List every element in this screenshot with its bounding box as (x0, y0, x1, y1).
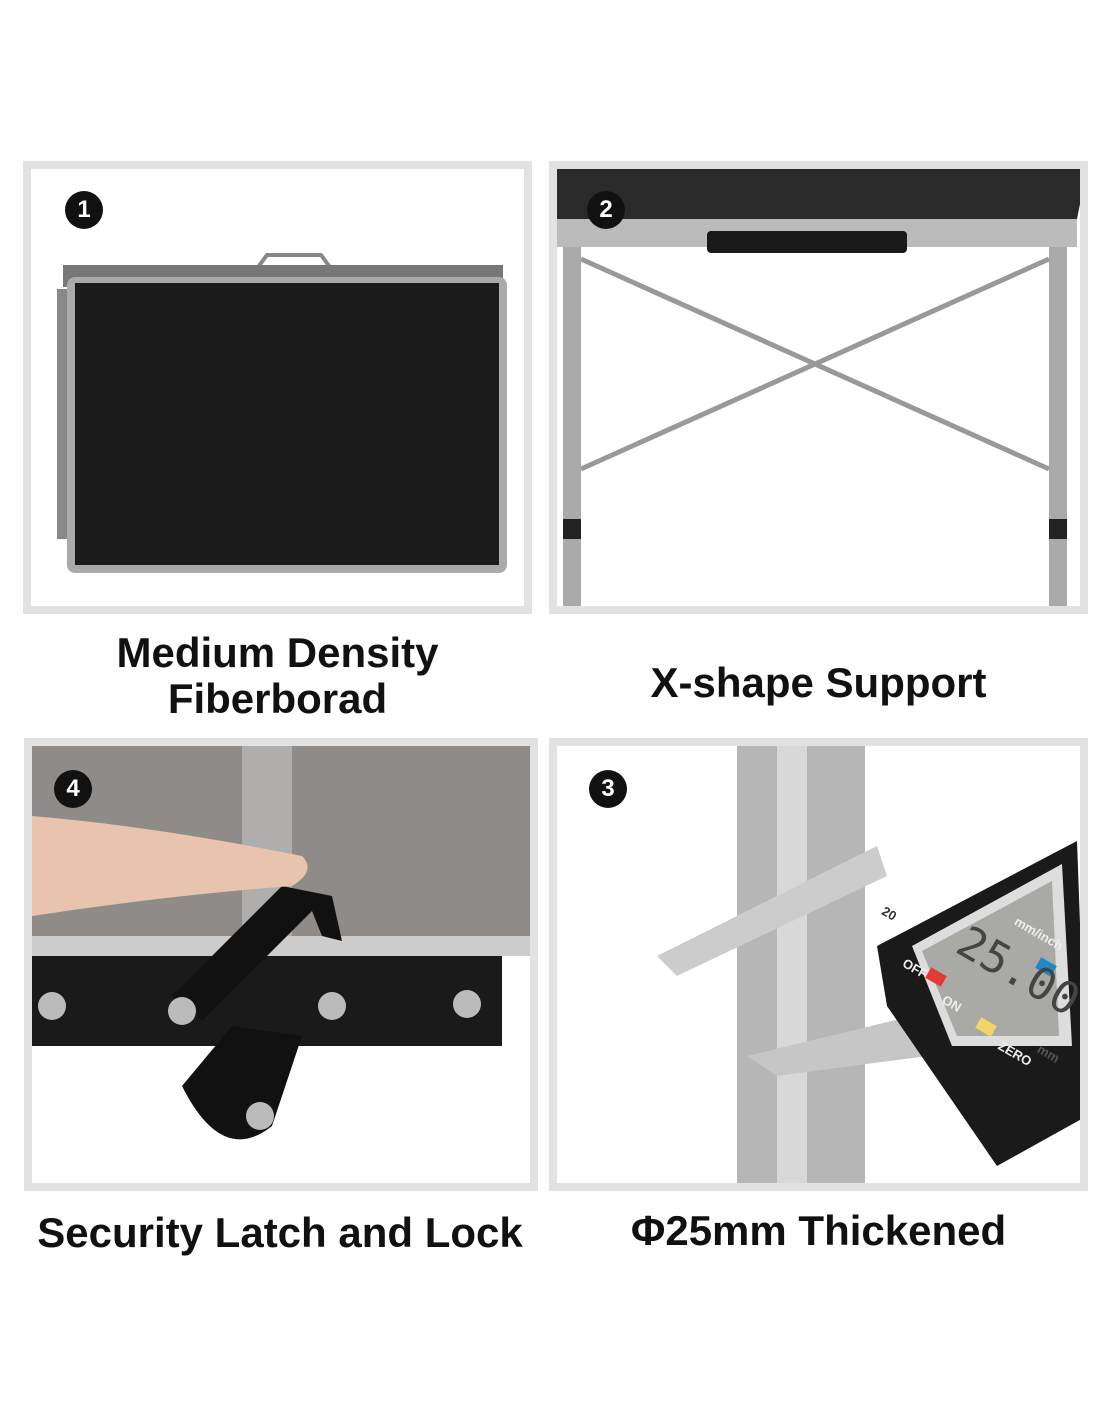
panel-fiberboard: 1 (23, 161, 532, 614)
caption-x-support: X-shape Support (650, 659, 987, 706)
step-badge: 1 (65, 191, 103, 229)
step-badge: 3 (589, 770, 627, 808)
step-badge: 4 (54, 770, 92, 808)
panel-tube-caliper: 3 25.00 mm OFF ON ZERO mm/inch 20 (549, 738, 1088, 1191)
caption-line: Fiberborad (167, 675, 388, 722)
folded-table-image (57, 253, 507, 573)
x-frame-table-image (557, 169, 1080, 606)
caption-fiberboard: Medium Density Fiberborad (23, 630, 532, 722)
caption-tube: Φ25mm Thickened (630, 1207, 1007, 1254)
caption-line: Medium Density (116, 629, 439, 676)
latch-image (32, 746, 530, 1183)
panel-latch: 4 (24, 738, 538, 1191)
caption-latch: Security Latch and Lock (37, 1209, 523, 1256)
caliper-image (657, 746, 1080, 1183)
panel-x-support: 2 (549, 161, 1088, 614)
step-badge: 2 (587, 191, 625, 229)
